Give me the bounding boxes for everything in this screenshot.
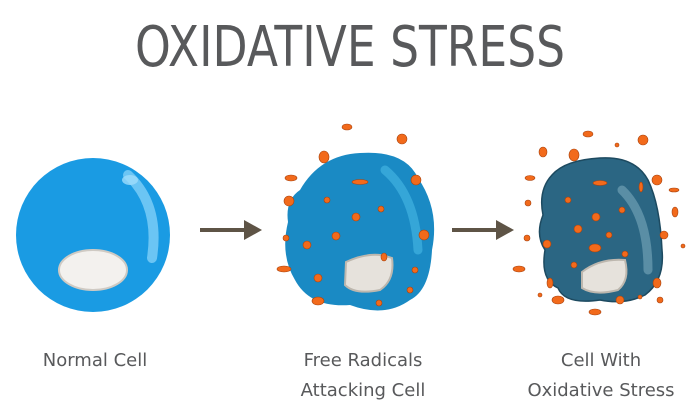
free-radical: [637, 294, 643, 300]
free-radical: [351, 212, 361, 222]
free-radical: [551, 295, 565, 305]
free-radical: [659, 230, 669, 240]
free-radical: [651, 174, 663, 186]
free-radical: [341, 123, 353, 131]
attacked-cell: [276, 123, 435, 311]
free-radical: [638, 181, 644, 193]
free-radical: [668, 187, 680, 193]
free-radical: [524, 175, 536, 181]
nucleus: [581, 258, 628, 294]
free-radical: [582, 130, 594, 138]
diagram-title: OXIDATIVE STRESS: [135, 15, 565, 80]
free-radical: [276, 265, 292, 273]
free-radical: [542, 239, 552, 249]
free-radical: [410, 174, 422, 186]
free-radical: [523, 234, 531, 242]
free-radical: [618, 206, 626, 214]
free-radical: [614, 142, 620, 148]
free-radical: [323, 196, 331, 204]
free-radical: [282, 234, 290, 242]
free-radical: [588, 243, 602, 253]
arrow-right-icon: [452, 220, 514, 240]
free-radical: [615, 295, 625, 305]
free-radical: [588, 308, 602, 316]
nucleus: [343, 253, 394, 293]
free-radical: [351, 179, 369, 185]
free-radical: [538, 146, 548, 158]
free-radical: [375, 299, 383, 307]
free-radical: [592, 180, 608, 186]
free-radical: [302, 240, 312, 250]
label-normal-cell: Normal Cell: [43, 350, 148, 371]
free-radical: [621, 250, 629, 258]
free-radical: [318, 150, 330, 164]
normal-cell: [16, 158, 170, 312]
free-radical: [568, 148, 580, 162]
free-radical: [570, 261, 578, 269]
free-radical: [283, 195, 295, 207]
free-radical: [573, 224, 583, 234]
free-radical: [331, 231, 341, 241]
free-radical: [546, 277, 554, 289]
free-radical: [656, 296, 664, 304]
arrow-right-icon: [200, 220, 262, 240]
free-radical: [377, 205, 385, 213]
free-radical: [512, 265, 526, 273]
free-radical: [564, 196, 572, 204]
free-radical: [411, 266, 419, 274]
free-radical: [406, 286, 414, 294]
free-radical: [313, 273, 323, 283]
free-radical: [680, 243, 686, 249]
nucleus: [58, 249, 128, 291]
free-radical: [311, 296, 325, 306]
free-radical: [418, 229, 430, 241]
free-radical: [380, 252, 388, 262]
free-radical: [671, 206, 679, 218]
label-free-radicals-line1: Free Radicals: [304, 350, 423, 371]
free-radical: [537, 292, 543, 298]
free-radical: [284, 174, 298, 182]
label-oxidative-stress-line2: Oxidative Stress: [527, 380, 674, 401]
label-free-radicals-line2: Attacking Cell: [301, 380, 426, 401]
free-radical: [396, 133, 408, 145]
free-radical: [605, 231, 613, 239]
free-radical: [652, 277, 662, 289]
free-radical: [524, 199, 532, 207]
free-radical: [637, 134, 649, 146]
label-oxidative-stress-line1: Cell With: [561, 350, 641, 371]
free-radical: [591, 212, 601, 222]
stressed-cell: [512, 130, 686, 316]
